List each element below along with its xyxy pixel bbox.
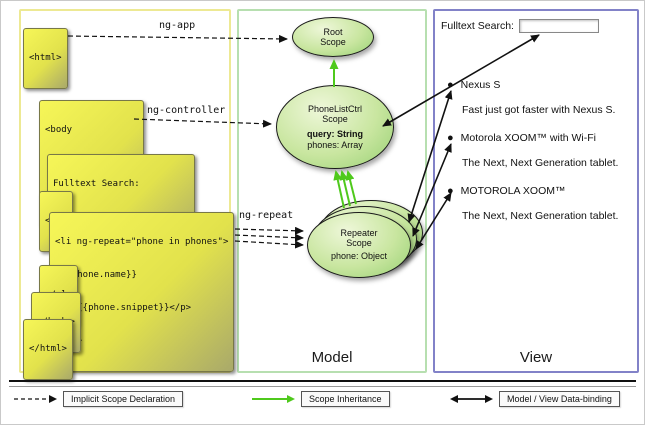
bullet-icon: ● [447,132,454,144]
legend-binding-label: Model / View Data-binding [499,391,620,407]
list-item: ● Nexus S Fast just got faster with Nexu… [447,79,633,116]
root-scope-ellipse: Root Scope [292,17,374,57]
model-panel-label: Model [311,349,353,366]
phone-name: ● Nexus S [447,79,633,91]
code-line: </li> [55,336,228,347]
phone-name-text: Nexus S [460,79,501,91]
phone-snippet: Fast just got faster with Nexus S. [462,104,616,116]
repeater-scope-ellipse: Repeater Scope phone: Object [307,212,411,278]
fulltext-search-input[interactable] [518,19,599,33]
list-item: ● MOTOROLA XOOM™ The Next, Next Generati… [447,185,633,222]
code-line: <html> [29,53,62,63]
root-scope-title: Root Scope [320,27,346,47]
phone-snippet: The Next, Next Generation tablet. [462,157,619,169]
legend-implicit-label: Implicit Scope Declaration [63,391,184,407]
double-arrow-icon [450,395,493,403]
list-item: ● Motorola XOOM™ with Wi-Fi The Next, Ne… [447,132,633,169]
legend-binding: Model / View Data-binding [449,391,620,407]
code-line: </html> [29,344,67,354]
phone-snippet: The Next, Next Generation tablet. [462,210,619,222]
code-line: <li ng-repeat="phone in phones"> [55,237,229,247]
phone-list: ● Nexus S Fast just got faster with Nexu… [447,79,633,238]
code-line: {{phone.name}} [61,270,137,280]
legend-separator [9,380,636,387]
view-panel-label: View [519,349,553,366]
phone-name-text: Motorola XOOM™ with Wi-Fi [460,132,597,144]
fulltext-search-label: Fulltext Search: [441,20,514,32]
repeater-scope-title: Repeater Scope [340,228,378,248]
phone-name-text: MOTOROLA XOOM™ [460,185,566,197]
legend-inheritance: Scope Inheritance [251,391,390,407]
legend-implicit: Implicit Scope Declaration [13,391,184,407]
scope-prop-query: query: String [306,128,363,139]
phone-name: ● MOTOROLA XOOM™ [447,185,633,197]
view-search-row: Fulltext Search: [441,19,599,33]
code-html-open: <html> [23,28,68,89]
code-line: <p>{{phone.snippet}}</p> [61,303,192,313]
ng-app-label: ng-app [159,20,196,31]
code-html-close: </html> [23,319,73,380]
ng-repeat-label: ng-repeat [239,210,294,221]
phonelistctrl-scope-ellipse: PhoneListCtrl Scope query: String phones… [276,85,394,169]
legend-inheritance-label: Scope Inheritance [301,391,390,407]
green-arrow-icon [252,395,295,403]
dashed-arrow-icon [14,395,57,403]
code-line: Fulltext Search: [53,179,140,189]
ng-controller-label: ng-controller [147,105,226,116]
scope-prop-phone: phone: Object [330,251,388,261]
scope-prop-phones: phones: Array [307,139,363,150]
bullet-icon: ● [447,185,454,197]
model-panel: Model [237,9,427,373]
phonelistctrl-scope-title: PhoneListCtrl Scope [307,103,363,124]
code-line: <body [45,125,73,135]
bullet-icon: ● [447,79,454,91]
phone-name: ● Motorola XOOM™ with Wi-Fi [447,132,633,144]
